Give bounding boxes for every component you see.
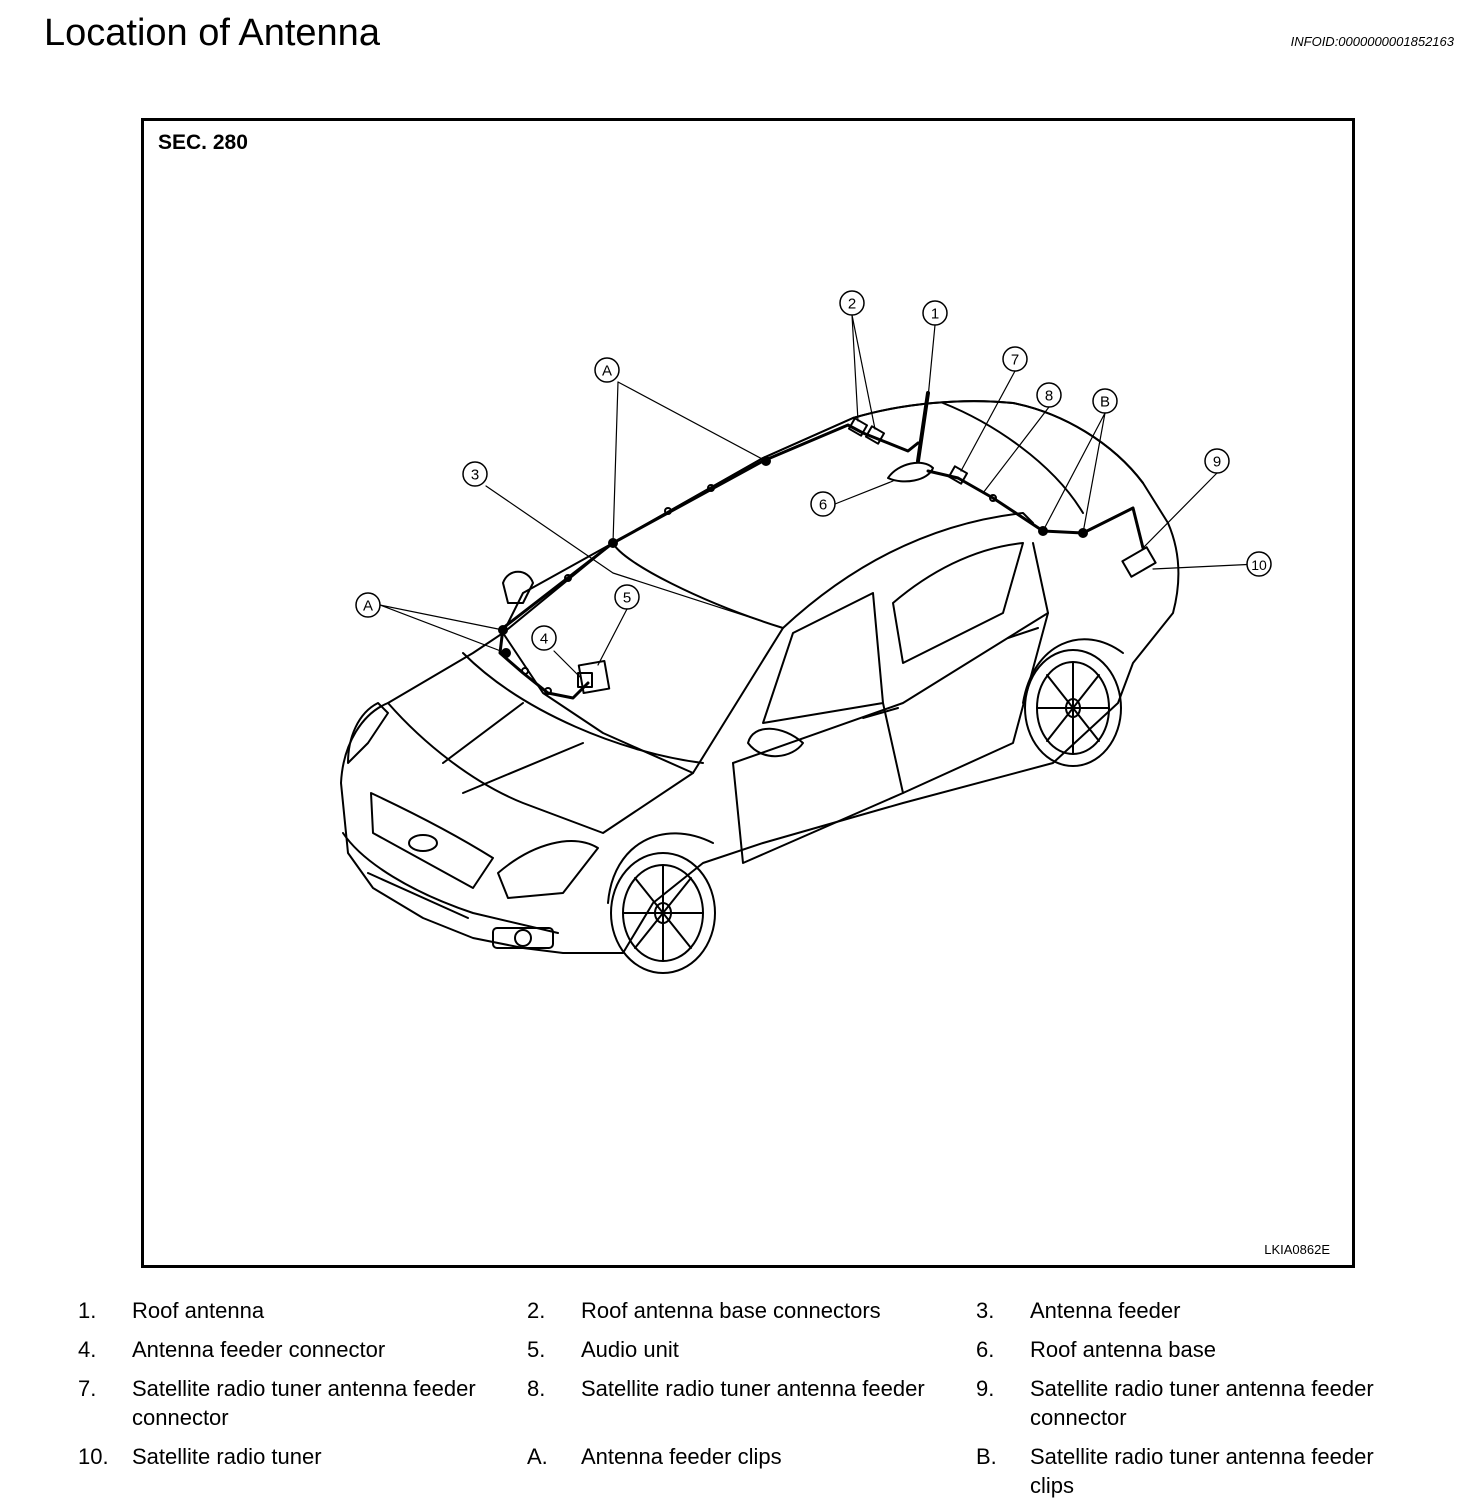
callout-3: 3: [471, 467, 479, 484]
legend-item: 5.Audio unit: [527, 1337, 679, 1362]
callout-a-upper: A: [602, 363, 612, 380]
figure-code: LKIA0862E: [1264, 1242, 1330, 1257]
callout-9: 9: [1213, 454, 1221, 471]
legend-item: 2.Roof antenna base connectors: [527, 1298, 881, 1323]
side-mirror: [747, 727, 804, 758]
callout-5: 5: [623, 590, 631, 607]
car-antenna-diagram: 1 2 3 4 5 6 7 8 9 10 A A B: [340, 290, 1272, 974]
front-side-window: [762, 592, 884, 724]
left-headlight: [347, 702, 389, 764]
car-roof: [502, 400, 1144, 634]
rear-door: [902, 612, 1049, 794]
legend: 1.Roof antenna 2.Roof antenna base conne…: [78, 1296, 1438, 1500]
rear-wheel: [1024, 649, 1122, 767]
antenna-feeder-connector-shape: [577, 672, 593, 688]
windshield: [502, 542, 784, 774]
page-title: Location of Antenna: [44, 12, 380, 54]
front-wheel-arch: [607, 832, 714, 904]
hood: [387, 702, 694, 834]
grille: [370, 792, 494, 889]
roof-edge-right: [942, 402, 1084, 514]
legend-item: 6.Roof antenna base: [976, 1337, 1216, 1362]
antenna-feeder-cable: [498, 423, 920, 700]
rear-side-window: [892, 542, 1024, 664]
headlight: [497, 840, 599, 899]
front-bumper: [342, 832, 559, 934]
satellite-radio-tuner-shape: [1121, 546, 1157, 578]
legend-item: B.Satellite radio tuner antenna feeder c…: [976, 1444, 1374, 1498]
legend-item: 8.Satellite radio tuner antenna feeder: [527, 1376, 925, 1401]
roof-antenna-base-shape: [887, 461, 934, 483]
callout-1: 1: [931, 306, 939, 323]
legend-item: 4.Antenna feeder connector: [78, 1337, 386, 1362]
roof-edge-left: [782, 512, 1034, 629]
callout-4: 4: [540, 631, 548, 648]
front-wheel: [610, 852, 716, 974]
callout-7: 7: [1011, 352, 1019, 369]
callout-8: 8: [1045, 388, 1053, 405]
callout-2: 2: [848, 296, 856, 313]
legend-item: 1.Roof antenna: [78, 1298, 265, 1323]
callout-b: B: [1100, 394, 1110, 411]
front-door: [732, 702, 904, 864]
roof-antenna-mast: [916, 391, 930, 463]
left-mirror: [502, 570, 534, 604]
section-label: SEC. 280: [158, 131, 248, 154]
roof-antenna-connector-1: [847, 417, 869, 437]
callout-a-lower: A: [363, 598, 373, 615]
car-body-outline: [340, 400, 1180, 954]
roof-antenna-connector-2: [864, 425, 886, 445]
legend-item: 9.Satellite radio tuner antenna feeder c…: [976, 1376, 1374, 1430]
legend-item: 3.Antenna feeder: [976, 1298, 1181, 1323]
callout-10: 10: [1251, 557, 1267, 573]
figure-frame: 1 2 3 4 5 6 7 8 9 10 A A B SEC. 280 LKIA…: [141, 118, 1355, 1268]
windshield-base: [462, 652, 704, 764]
legend-item: 7.Satellite radio tuner antenna feeder c…: [78, 1376, 476, 1430]
rear-wheel-arch: [1022, 638, 1124, 704]
audio-unit-shape: [577, 659, 611, 695]
callout-6: 6: [819, 497, 827, 514]
legend-item: A.Antenna feeder clips: [527, 1444, 782, 1469]
info-id: INFOID:0000000001852163: [1290, 34, 1454, 49]
legend-item: 10.Satellite radio tuner: [78, 1444, 322, 1469]
